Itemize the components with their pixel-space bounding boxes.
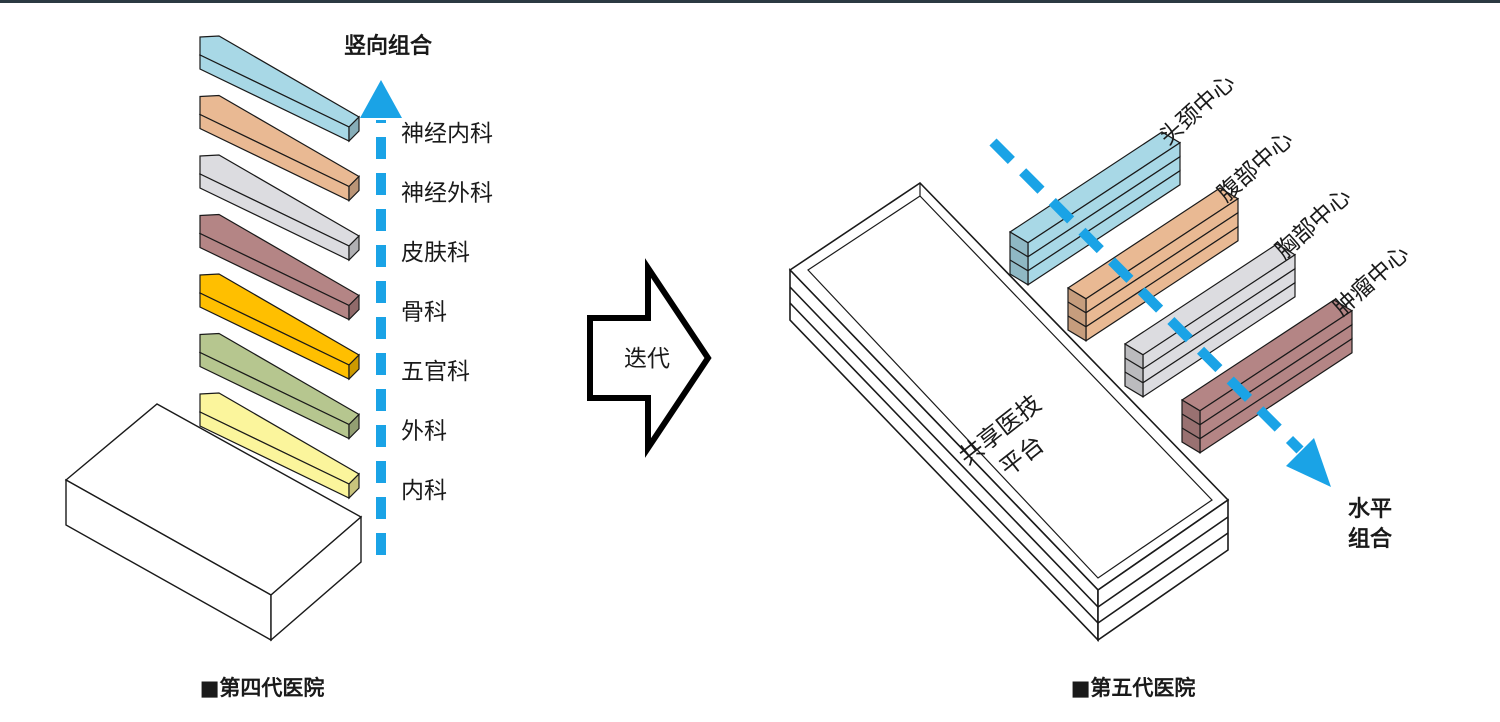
shared-platform-block bbox=[788, 181, 1230, 642]
horizontal-combination-line2: 组合 bbox=[1348, 526, 1393, 552]
center-block bbox=[1123, 243, 1297, 398]
iteration-label: 迭代 bbox=[624, 346, 670, 372]
department-bar bbox=[198, 94, 360, 202]
vertical-combination-label: 竖向组合 bbox=[344, 33, 433, 59]
department-label: 神经外科 bbox=[401, 181, 493, 207]
horizontal-combination-line1: 水平 bbox=[1348, 497, 1392, 522]
department-bar bbox=[198, 35, 360, 143]
department-label: 内科 bbox=[401, 478, 447, 504]
center-blocks bbox=[1008, 131, 1354, 454]
department-bar bbox=[198, 392, 360, 500]
center-label: 肿瘤中心 bbox=[1329, 241, 1415, 322]
center-label: 头颈中心 bbox=[1155, 70, 1241, 151]
department-bar bbox=[198, 273, 360, 381]
department-bar bbox=[198, 332, 360, 440]
center-block bbox=[1180, 299, 1354, 454]
department-label: 骨科 bbox=[401, 300, 447, 326]
center-block bbox=[1008, 131, 1182, 286]
center-label: 胸部中心 bbox=[1271, 184, 1357, 265]
horizontal-arrow bbox=[989, 138, 1331, 487]
department-label: 外科 bbox=[401, 419, 447, 445]
department-label: 皮肤科 bbox=[401, 240, 470, 266]
top-border bbox=[0, 0, 1500, 3]
department-bar bbox=[198, 154, 360, 262]
fifth-gen-caption: ■第五代医院 bbox=[1071, 676, 1196, 700]
center-label: 腹部中心 bbox=[1213, 127, 1299, 208]
department-bar bbox=[198, 213, 360, 321]
fourth-gen-caption: ■第四代医院 bbox=[200, 676, 325, 700]
iteration-arrow bbox=[587, 258, 712, 458]
department-label: 五官科 bbox=[401, 359, 470, 385]
center-block bbox=[1066, 187, 1240, 342]
vertical-arrow bbox=[360, 80, 402, 555]
department-label: 神经内科 bbox=[401, 121, 493, 147]
department-bars bbox=[198, 35, 360, 500]
left-base-block bbox=[64, 403, 363, 642]
